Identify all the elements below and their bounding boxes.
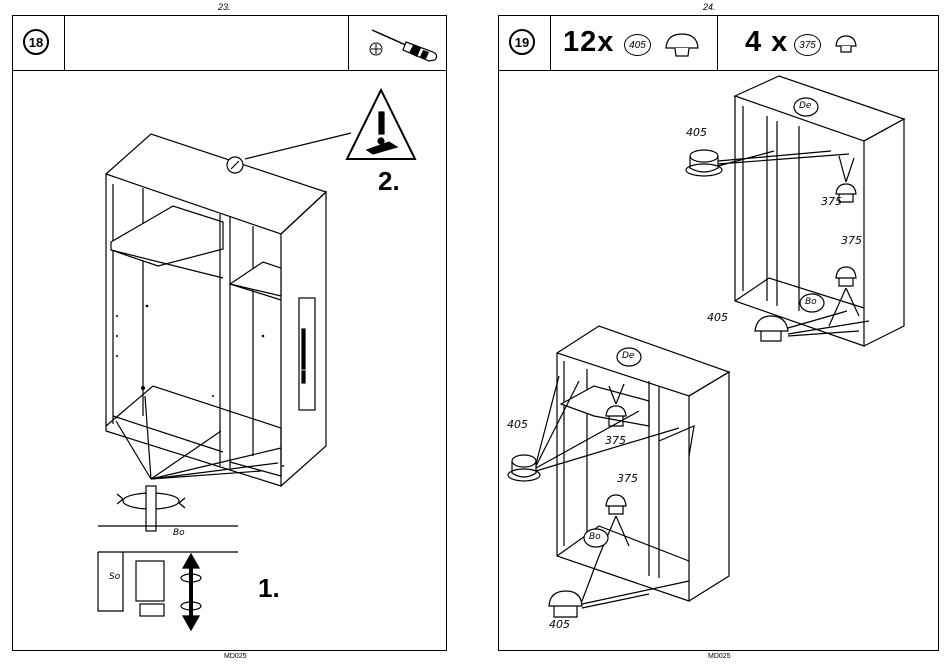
label-bo: Bo — [173, 528, 185, 538]
label-375-upper: 375 — [821, 195, 842, 208]
order-label-1: 1. — [258, 573, 280, 604]
label-bo-upper: Bo — [805, 297, 817, 307]
footer-code-right: MD025 — [708, 653, 731, 660]
label-de-upper: De — [799, 101, 811, 111]
label-375-lower-2: 375 — [617, 472, 638, 485]
page-number-right: 24. — [703, 2, 716, 12]
label-405-mid: 405 — [707, 311, 728, 324]
label-405-upper: 405 — [686, 126, 707, 139]
footer-code-left: MD025 — [224, 653, 247, 660]
label-405-left: 405 — [507, 418, 528, 431]
label-bo-lower: Bo — [589, 532, 601, 542]
order-label-2: 2. — [378, 166, 400, 197]
instruction-page-right: 19 12x 405 4 x 375 — [498, 15, 939, 651]
page-number-left: 23. — [218, 2, 231, 12]
label-so: So — [109, 572, 120, 582]
label-375-lower: 375 — [605, 434, 626, 447]
label-375-upper-2: 375 — [841, 234, 862, 247]
label-405-bottom: 405 — [549, 618, 570, 631]
wardrobe-assembly-drawing-left — [13, 16, 448, 652]
wardrobe-assembly-drawing-right — [499, 16, 940, 652]
instruction-page-left: 18 — [12, 15, 447, 651]
label-de-lower: De — [622, 351, 634, 361]
